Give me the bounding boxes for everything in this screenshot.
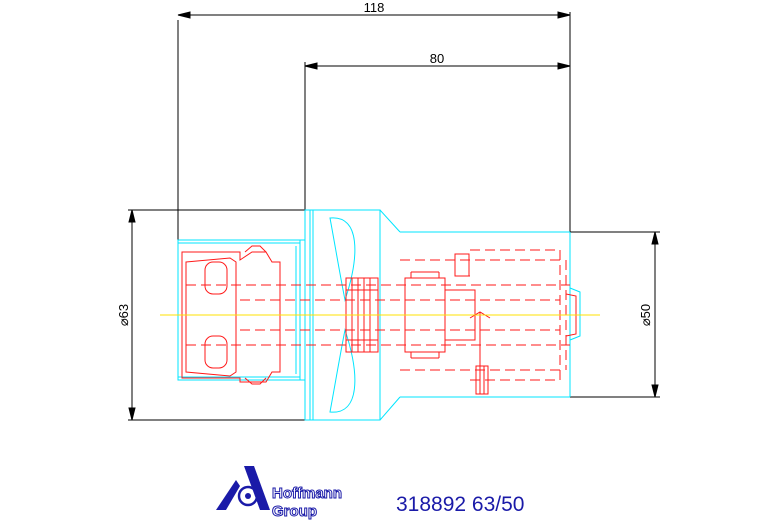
internal-parts: [181, 245, 577, 395]
dimension-lines: [128, 11, 660, 421]
part-number: 318892 63/50: [396, 493, 525, 516]
hoffmann-logo: Hoffmann Group: [216, 466, 343, 521]
logo-line1: Hoffmann: [272, 485, 342, 502]
dim-right-diameter: ⌀50: [638, 304, 653, 326]
logo-icon: [216, 466, 270, 510]
dim-left-diameter: ⌀63: [116, 304, 131, 326]
dim-partial-length: 80: [430, 51, 444, 66]
logo-line2: Group: [272, 503, 317, 520]
dim-overall-length: 118: [364, 0, 385, 15]
